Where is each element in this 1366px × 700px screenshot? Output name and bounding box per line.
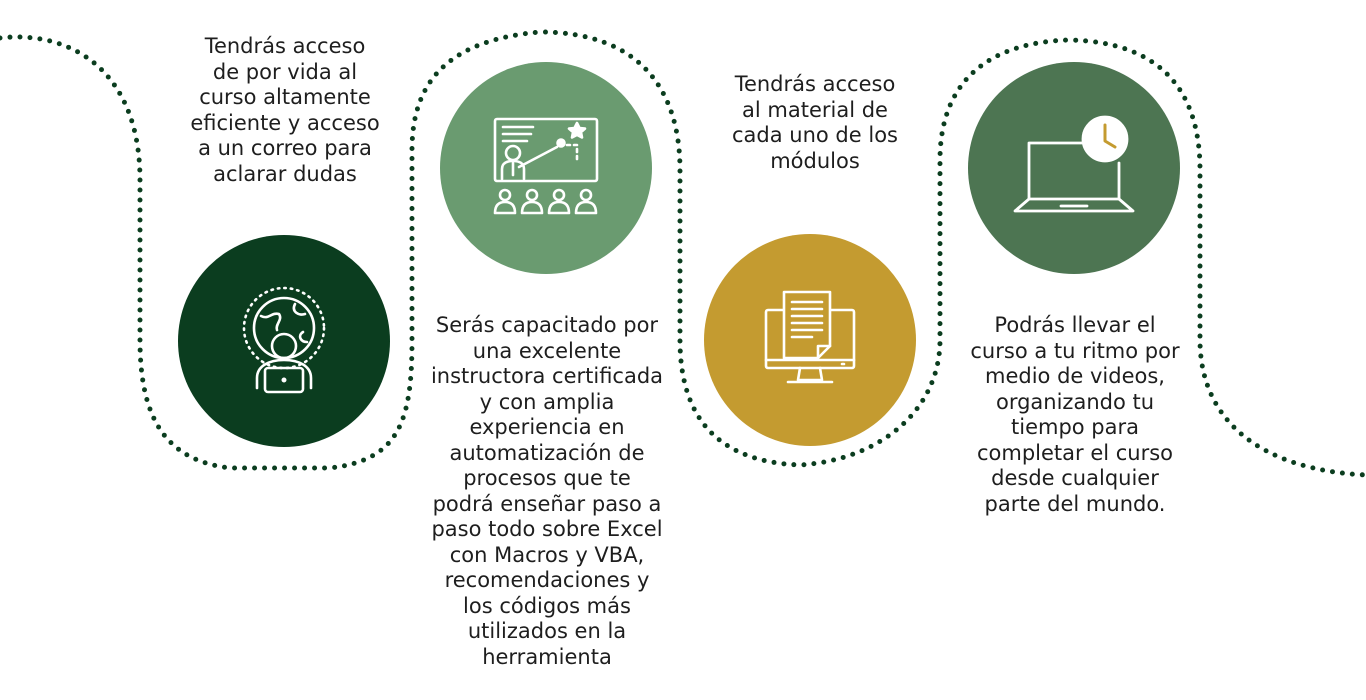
step-1-circle — [178, 235, 390, 447]
global-learner-icon — [242, 286, 326, 394]
step-3-text: Tendrás acceso al material de cada uno d… — [732, 72, 898, 173]
step-4-text: Podrás llevar el curso a tu ritmo por me… — [970, 313, 1180, 516]
step-4-circle — [968, 62, 1180, 274]
instructor-presentation-icon — [493, 117, 599, 215]
laptop-clock-icon — [1013, 115, 1135, 213]
document-monitor-icon — [764, 290, 856, 384]
step-2-text: Serás capacitado por una excelente instr… — [430, 313, 664, 669]
step-3-circle — [704, 234, 916, 446]
step-1-text: Tendrás acceso de por vida al curso alta… — [190, 34, 380, 186]
step-2-circle — [440, 62, 652, 274]
